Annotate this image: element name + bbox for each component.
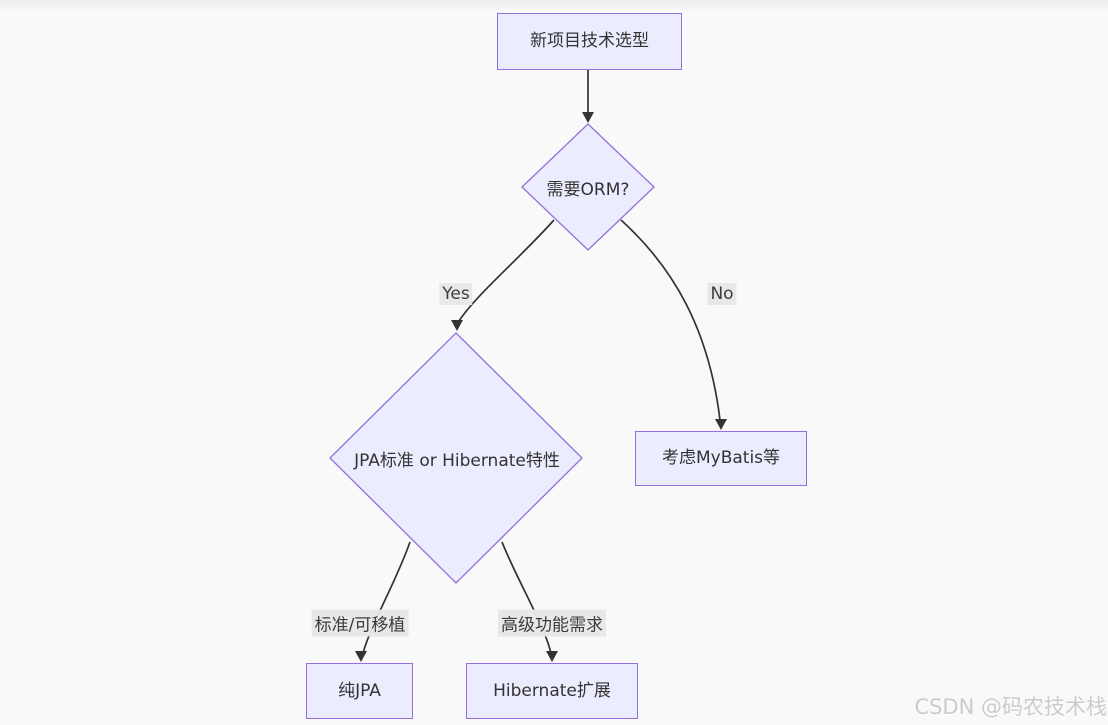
node-start: 新项目技术选型	[497, 13, 682, 70]
arrowhead-start-to-orm	[582, 112, 594, 123]
csdn-watermark: CSDN @码农技术栈	[914, 695, 1107, 719]
edge-label-no: No	[707, 283, 737, 305]
node-orm-decision: 需要ORM?	[523, 157, 653, 217]
node-hibernate-ext: Hibernate扩展	[466, 663, 638, 719]
node-start-label: 新项目技术选型	[530, 31, 649, 52]
edge-label-yes: Yes	[439, 283, 473, 305]
arrowhead-jpa-to-purejpa	[355, 651, 367, 662]
node-pure-jpa-label: 纯JPA	[338, 680, 381, 701]
node-jpa-decision: JPA标准 or Hibernate特性	[331, 428, 583, 488]
node-mybatis: 考虑MyBatis等	[635, 431, 807, 486]
arrowhead-jpa-to-hibernate	[546, 651, 558, 662]
jpa-decision-diamond-shape	[329, 332, 583, 584]
node-orm-decision-label: 需要ORM?	[546, 179, 630, 200]
node-hibernate-ext-label: Hibernate扩展	[493, 680, 611, 701]
edge-label-advanced-features: 高级功能需求	[498, 609, 606, 637]
edge-jpa-to-purejpa	[362, 541, 411, 654]
node-pure-jpa: 纯JPA	[306, 663, 413, 719]
arrowhead-orm-to-jpa	[451, 320, 463, 331]
edge-label-standard-portable: 标准/可移植	[311, 609, 409, 637]
edge-jpa-to-hibernate	[501, 541, 552, 654]
orm-decision-diamond-shape	[521, 123, 655, 251]
edge-orm-to-jpa	[458, 219, 555, 322]
top-edge-shading	[0, 0, 1108, 12]
edge-orm-to-mybatis	[620, 219, 721, 421]
arrowhead-orm-to-mybatis	[715, 419, 727, 430]
node-mybatis-label: 考虑MyBatis等	[661, 448, 781, 469]
node-jpa-decision-label: JPA标准 or Hibernate特性	[354, 450, 560, 471]
